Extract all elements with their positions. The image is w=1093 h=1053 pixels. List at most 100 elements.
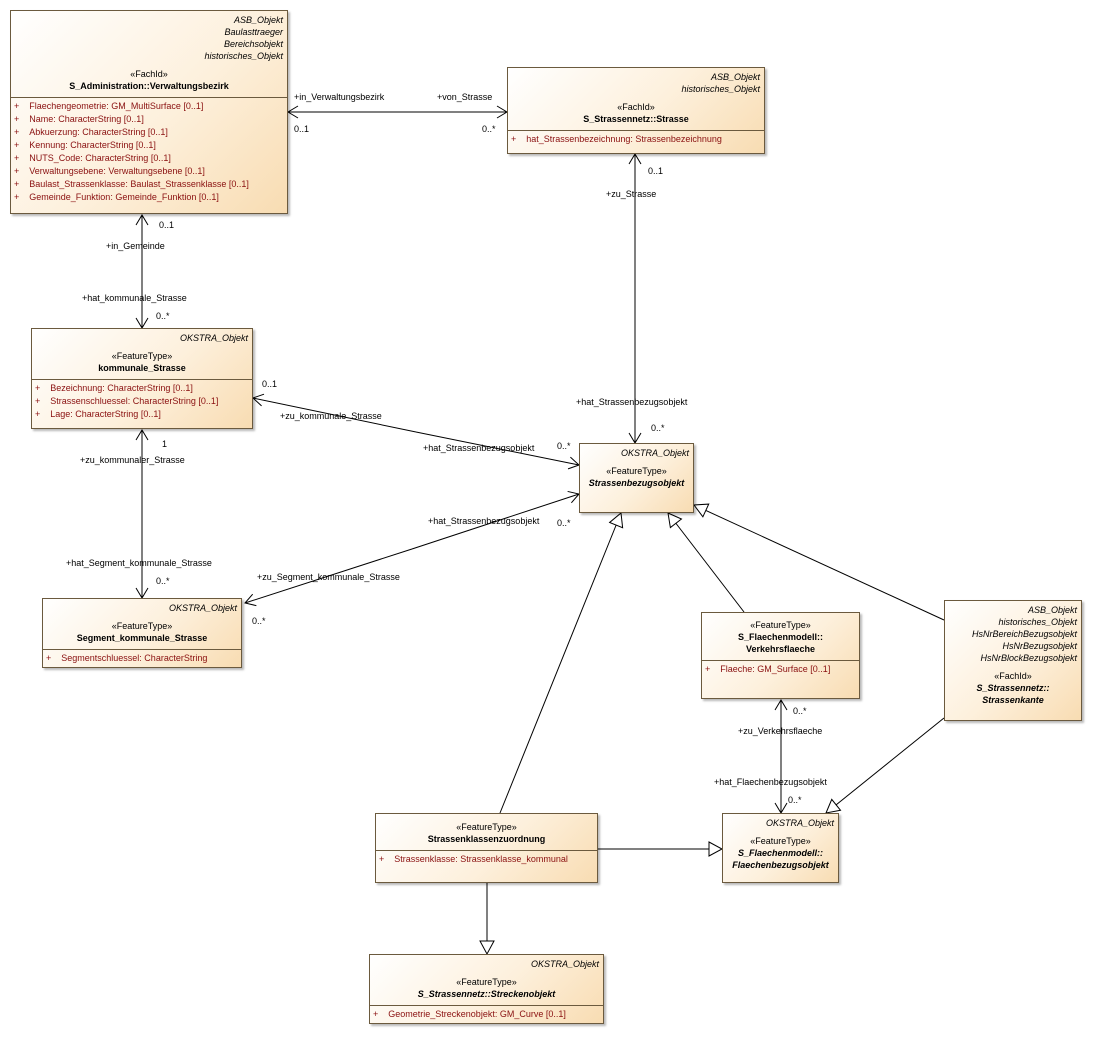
attribute-row[interactable]: +Bezeichnung: CharacterString [0..1] xyxy=(35,382,249,395)
class-name: S_Flaechenmodell:: xyxy=(737,632,824,642)
visibility-marker: + xyxy=(46,653,52,663)
attribute-compartment: +Flaeche: GM_Surface [0..1] xyxy=(702,660,859,679)
attribute-row[interactable]: +Baulast_Strassenklasse: Baulast_Strasse… xyxy=(14,178,284,191)
role-label: +in_Gemeinde xyxy=(106,241,165,251)
class-header: OKSTRA_Objekt «FeatureType» kommunale_St… xyxy=(32,329,252,379)
class-header: ASB_Objekt historisches_Objekt «FachId» … xyxy=(508,68,764,130)
class-segment-kommunale-strasse[interactable]: OKSTRA_Objekt «FeatureType» Segment_komm… xyxy=(42,598,242,668)
attribute-row[interactable]: +Geometrie_Streckenobjekt: GM_Curve [0..… xyxy=(373,1008,600,1021)
gen-strassenklassenzuordnung-sbo[interactable] xyxy=(499,512,624,814)
class-strassenbezugsobjekt[interactable]: OKSTRA_Objekt «FeatureType» Strassenbezu… xyxy=(579,443,694,513)
class-header: «FeatureType» S_Flaechenmodell:: Verkehr… xyxy=(702,613,859,660)
stereotype-label: HsNrBlockBezugsobjekt xyxy=(980,653,1077,663)
attribute-text: Lage: CharacterString [0..1] xyxy=(50,409,161,419)
class-name: Flaechenbezugsobjekt xyxy=(732,860,829,870)
assoc-seg-sbo-a[interactable] xyxy=(411,490,580,550)
attribute-row[interactable]: +Flaeche: GM_Surface [0..1] xyxy=(705,663,856,676)
role-label: +hat_Strassenbezugsobjekt xyxy=(576,397,688,407)
class-name: Strassenklassenzuordnung xyxy=(427,834,546,844)
class-header: ASB_Objekt Baulasttraeger Bereichsobjekt… xyxy=(11,11,287,97)
attribute-text: Strassenklasse: Strassenklasse_kommunal xyxy=(394,854,568,864)
attribute-row[interactable]: + Segmentschluessel: CharacterString xyxy=(46,652,238,665)
class-name: kommunale_Strasse xyxy=(98,363,186,373)
visibility-marker: + xyxy=(373,1009,379,1019)
class-strasse[interactable]: ASB_Objekt historisches_Objekt «FachId» … xyxy=(507,67,765,154)
class-header: OKSTRA_Objekt «FeatureType» S_Strassenne… xyxy=(370,955,603,1005)
role-label: +zu_kommunale_Strasse xyxy=(280,411,382,421)
stereotype-label: Bereichsobjekt xyxy=(223,39,283,49)
role-label: +zu_Strasse xyxy=(606,189,657,199)
class-verwaltungsbezirk[interactable]: ASB_Objekt Baulasttraeger Bereichsobjekt… xyxy=(10,10,288,214)
attribute-row[interactable]: + Name: CharacterString [0..1] xyxy=(14,113,284,126)
class-name: S_Strassennetz::Streckenobjekt xyxy=(417,989,556,999)
attribute-row[interactable]: +Strassenschluessel: CharacterString [0.… xyxy=(35,395,249,408)
visibility-marker: + xyxy=(35,383,41,393)
gen-strassenkante-fbo[interactable] xyxy=(825,717,945,814)
class-name: S_Strassennetz::Strasse xyxy=(583,114,689,124)
attribute-compartment: +Geometrie_Streckenobjekt: GM_Curve [0..… xyxy=(370,1005,603,1024)
visibility-marker: + xyxy=(35,409,41,419)
assoc-seg-sbo-b[interactable] xyxy=(244,548,413,607)
visibility-marker: + xyxy=(14,101,20,111)
visibility-marker: + xyxy=(511,134,517,144)
role-label: +zu_kommunaler_Strasse xyxy=(80,455,185,465)
attribute-row[interactable]: + Lage: CharacterString [0..1] xyxy=(35,408,249,421)
attribute-row[interactable]: + hat_Strassenbezeichnung: Strassenbezeic… xyxy=(511,133,761,146)
attribute-text: Name: CharacterString [0..1] xyxy=(29,114,144,124)
attribute-row[interactable]: +Abkuerzung: CharacterString [0..1] xyxy=(14,126,284,139)
stereotype-label: ASB_Objekt xyxy=(710,72,760,82)
multiplicity-label: 0..* xyxy=(156,311,170,321)
multiplicity-label: 0..* xyxy=(156,576,170,586)
class-header: «FeatureType» Strassenklassenzuordnung xyxy=(376,814,597,850)
class-strassenklassenzuordnung[interactable]: «FeatureType» Strassenklassenzuordnung +… xyxy=(375,813,598,883)
attribute-row[interactable]: +Strassenklasse: Strassenklasse_kommunal xyxy=(379,853,594,866)
class-strassenkante[interactable]: ASB_Objekt historisches_Objekt HsNrBerei… xyxy=(944,600,1082,721)
assoc-ks-sbo-b[interactable] xyxy=(415,431,580,470)
attribute-row[interactable]: +Gemeinde_Funktion: Gemeinde_Funktion [0… xyxy=(14,191,284,204)
multiplicity-label: 0..* xyxy=(793,706,807,716)
stereotype-label: HsNrBezugsobjekt xyxy=(1002,641,1077,651)
multiplicity-label: 0..1 xyxy=(159,220,175,230)
visibility-marker: + xyxy=(14,153,20,163)
multiplicity-label: 0..* xyxy=(788,795,802,805)
class-verkehrsflaeche[interactable]: «FeatureType» S_Flaechenmodell:: Verkehr… xyxy=(701,612,860,699)
visibility-marker: + xyxy=(14,166,20,176)
attribute-row[interactable]: +Kennung: CharacterString [0..1] xyxy=(14,139,284,152)
attribute-text: Strassenschluessel: CharacterString [0..… xyxy=(50,396,219,406)
multiplicity-label: 0..1 xyxy=(262,379,278,389)
class-header: ASB_Objekt historisches_Objekt HsNrBerei… xyxy=(945,601,1081,711)
multiplicity-label: 0..* xyxy=(482,124,496,134)
visibility-marker: + xyxy=(14,114,20,124)
gen-verkehrsflaeche-sbo[interactable] xyxy=(667,512,745,613)
attribute-text: Segmentschluessel: CharacterString xyxy=(61,653,208,663)
multiplicity-label: 0..* xyxy=(252,616,266,626)
role-label: +zu_Segment_kommunale_Strasse xyxy=(257,572,400,582)
class-stereotype: «FeatureType» xyxy=(606,466,667,476)
stereotype-label: Baulasttraeger xyxy=(224,27,283,37)
attribute-row[interactable]: + Verwaltungsebene: Verwaltungsebene [0..… xyxy=(14,165,284,178)
attribute-text: Baulast_Strassenklasse: Baulast_Strassen… xyxy=(29,179,249,189)
role-label: +hat_kommunale_Strasse xyxy=(82,293,187,303)
class-streckenobjekt[interactable]: OKSTRA_Objekt «FeatureType» S_Strassenne… xyxy=(369,954,604,1024)
attribute-text: Abkuerzung: CharacterString [0..1] xyxy=(29,127,168,137)
stereotype-label: OKSTRA_Objekt xyxy=(765,818,834,828)
attribute-text: Gemeinde_Funktion: Gemeinde_Funktion [0.… xyxy=(29,192,219,202)
attribute-compartment: +Bezeichnung: CharacterString [0..1] +St… xyxy=(32,379,252,424)
role-label: +hat_Strassenbezugsobjekt xyxy=(428,516,540,526)
class-header: OKSTRA_Objekt «FeatureType» S_Flaechenmo… xyxy=(723,814,838,876)
gen-strassenkante-sbo[interactable] xyxy=(693,503,945,621)
class-name: Verkehrsflaeche xyxy=(745,644,816,654)
attribute-text: Verwaltungsebene: Verwaltungsebene [0..1… xyxy=(29,166,205,176)
class-name: Segment_kommunale_Strasse xyxy=(76,633,208,643)
assoc-ks-sbo-a[interactable] xyxy=(252,393,417,433)
stereotype-label: OKSTRA_Objekt xyxy=(179,333,248,343)
stereotype-label: historisches_Objekt xyxy=(204,51,283,61)
class-flaechenbezugsobjekt[interactable]: OKSTRA_Objekt «FeatureType» S_Flaechenmo… xyxy=(722,813,839,883)
attribute-row[interactable]: +NUTS_Code: CharacterString [0..1] xyxy=(14,152,284,165)
role-label: +hat_Strassenbezugsobjekt xyxy=(423,443,535,453)
attribute-row[interactable]: +Flaechengeometrie: GM_MultiSurface [0..… xyxy=(14,100,284,113)
class-kommunale-strasse[interactable]: OKSTRA_Objekt «FeatureType» kommunale_St… xyxy=(31,328,253,429)
attribute-text: hat_Strassenbezeichnung: Strassenbezeich… xyxy=(526,134,722,144)
role-label: +hat_Flaechenbezugsobjekt xyxy=(714,777,827,787)
